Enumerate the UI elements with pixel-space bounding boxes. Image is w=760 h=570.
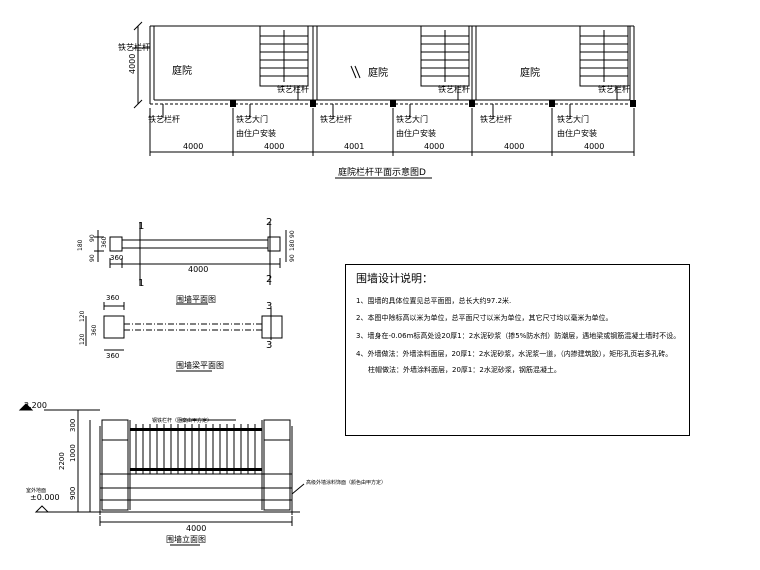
- depth-dim: 4000: [128, 54, 137, 74]
- rail-label-b1: 铁艺栏杆: [148, 114, 180, 124]
- note-paint: 高级外墙涂料饰面（颜色由甲方定）: [306, 479, 386, 486]
- elev-length: 4000: [186, 524, 206, 533]
- marker-3-bottom: 3: [266, 340, 272, 351]
- wp-dim-a: 90: [89, 234, 96, 242]
- vdim-2200: 2200: [58, 452, 66, 470]
- marker-3-top: 3: [266, 301, 272, 312]
- rail-label-left: 铁艺栏杆: [118, 42, 150, 52]
- rail-label-inner-1: 铁艺栏杆: [277, 84, 309, 94]
- bp-top-dim: 360: [106, 294, 119, 302]
- rail-label-b2: 铁艺栏杆: [320, 114, 352, 124]
- yard-label-3: 庭院: [520, 66, 540, 79]
- note-line-4: 4、外墙做法：外墙涂料面层，20厚1：2水泥砂浆，水泥浆一道，（内掺建筑胶），矩…: [356, 350, 673, 358]
- note-line-2: 2、本图中除标高以米为单位，总平面尺寸以米为单位，其它尺寸均以毫米为单位。: [356, 314, 613, 322]
- note-line-1: 1、围墙的具体位置见总平面图，总长大约97.2米.: [356, 297, 512, 305]
- notes-title: 围墙设计说明：: [356, 272, 433, 285]
- wp-dim-e: 90: [289, 230, 296, 238]
- wp-dim-c: 90: [89, 254, 96, 262]
- rail-label-inner-2: 铁艺栏杆: [438, 84, 470, 94]
- install-label-3: 由住户安装: [557, 128, 597, 138]
- bp-dim-b: 120: [79, 333, 86, 345]
- bp-bottom-dim: 360: [106, 352, 119, 360]
- wp-dim-f: 180: [289, 239, 296, 251]
- note-rail: 钢铁栏杆（图案由甲方定）: [152, 417, 212, 424]
- wp-pier-dim: 360: [110, 254, 123, 262]
- wp-dim-d: 360: [101, 236, 108, 248]
- marker-1-bottom: 1: [138, 278, 144, 289]
- yard-label-2: 庭院: [368, 66, 388, 79]
- marker-2-bottom: 2: [266, 274, 272, 285]
- gate-label-2: 铁艺大门: [396, 114, 428, 124]
- wall-plan-title: 围墙平面图: [176, 294, 216, 304]
- vdim-1000: 1000: [69, 444, 77, 462]
- dim-5: 4000: [504, 142, 524, 151]
- wall-plan: [94, 222, 287, 305]
- bp-dim-a: 120: [79, 310, 86, 322]
- courtyard-plan: [132, 21, 635, 179]
- marker-1-top: 1: [138, 221, 144, 232]
- install-label-2: 由住户安装: [396, 128, 436, 138]
- bp-dim-c: 360: [91, 324, 98, 336]
- dim-2: 4000: [264, 142, 284, 151]
- gate-label-3: 铁艺大门: [557, 114, 589, 124]
- gate-label-1: 铁艺大门: [236, 114, 268, 124]
- note-line-3: 3、墙身在-0.06m标高处设20厚1：2水泥砂浆（掺5%防水剂）防潮层，遇地梁…: [356, 332, 681, 340]
- beam-plan-title: 围墙梁平面图: [176, 360, 224, 370]
- dim-1: 4000: [183, 142, 203, 151]
- wall-elevation: [44, 409, 300, 546]
- wp-dim-b: 180: [77, 239, 84, 251]
- marker-2-top: 2: [266, 217, 272, 228]
- dim-6: 4000: [584, 142, 604, 151]
- vdim-900: 900: [69, 487, 77, 500]
- rail-label-inner-3: 铁艺栏杆: [598, 84, 630, 94]
- dim-3: 4001: [344, 142, 364, 151]
- ground-label: 室外地面: [26, 487, 46, 494]
- dim-4: 4000: [424, 142, 444, 151]
- elevation-title: 围墙立面图: [166, 534, 206, 544]
- vdim-300: 300: [69, 419, 77, 432]
- design-notes-box: 围墙设计说明： 1、围墙的具体位置见总平面图，总长大约97.2米. 2、本图中除…: [345, 264, 690, 436]
- note-line-5: 柱帽做法：外墙涂料面层，20厚1：2水泥砂浆，钢筋混凝土。: [368, 366, 561, 374]
- yard-label-1: 庭院: [172, 64, 192, 77]
- wp-dim-g: 90: [289, 254, 296, 262]
- plan-title: 庭院栏杆平面示意图D: [338, 166, 426, 178]
- beam-plan: [85, 302, 283, 372]
- level-top: 2.200: [24, 401, 47, 410]
- wp-length: 4000: [188, 265, 208, 274]
- install-label-1: 由住户安装: [236, 128, 276, 138]
- rail-label-b3: 铁艺栏杆: [480, 114, 512, 124]
- level-zero: ±0.000: [30, 493, 60, 502]
